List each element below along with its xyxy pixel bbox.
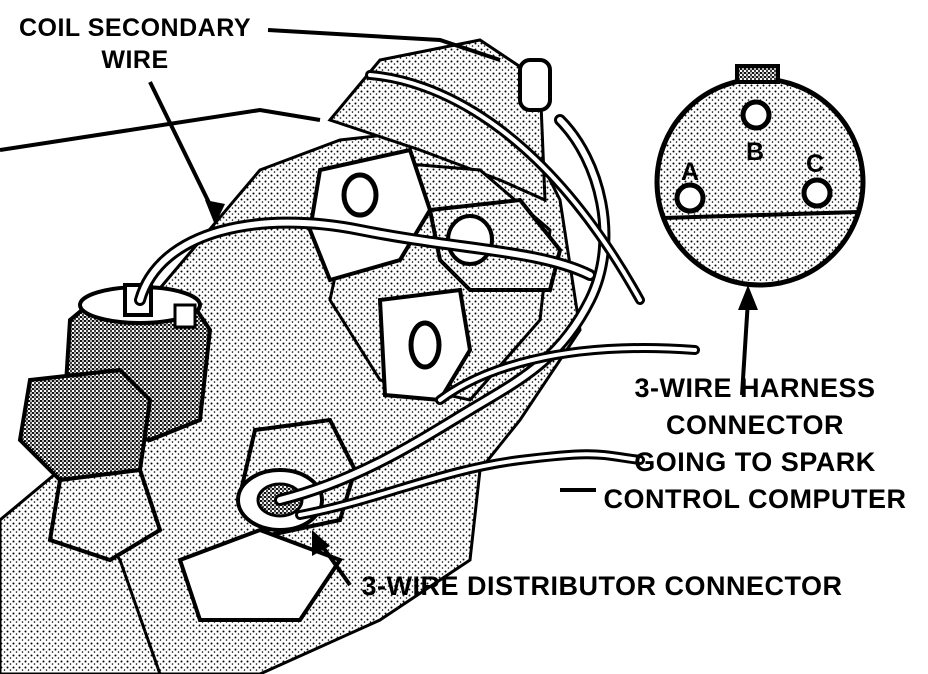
harness-connector-label: 3-WIRE HARNESS CONNECTOR GOING TO SPARK … xyxy=(596,370,914,518)
coil-secondary-wire-label: COIL SECONDARY WIRE xyxy=(4,12,266,76)
coil-label-line-1: COIL SECONDARY xyxy=(18,14,252,42)
coil-label-line-2: WIRE xyxy=(101,46,169,74)
pin-a-label: A xyxy=(681,158,699,186)
harness-label-line-4: CONTROL COMPUTER xyxy=(603,484,907,514)
pin-a-socket xyxy=(674,182,706,214)
harness-label-line-2: CONNECTOR xyxy=(665,410,844,440)
pin-b-socket xyxy=(740,99,772,131)
ignition-coil xyxy=(17,283,213,563)
pin-b-label: B xyxy=(746,138,764,166)
harness-label-line-3: GOING TO SPARK xyxy=(634,447,876,477)
distributor-connector-label: 3-WIRE DISTRIBUTOR CONNECTOR xyxy=(361,571,843,601)
pin-c-label: C xyxy=(806,150,824,178)
pin-c-socket xyxy=(801,177,833,209)
wires xyxy=(134,70,700,520)
leader-lines xyxy=(0,28,758,587)
mounting-bracket xyxy=(307,147,473,403)
connector-face-inset: A B C xyxy=(654,64,866,288)
harness-label-line-1: 3-WIRE HARNESS xyxy=(634,373,876,403)
